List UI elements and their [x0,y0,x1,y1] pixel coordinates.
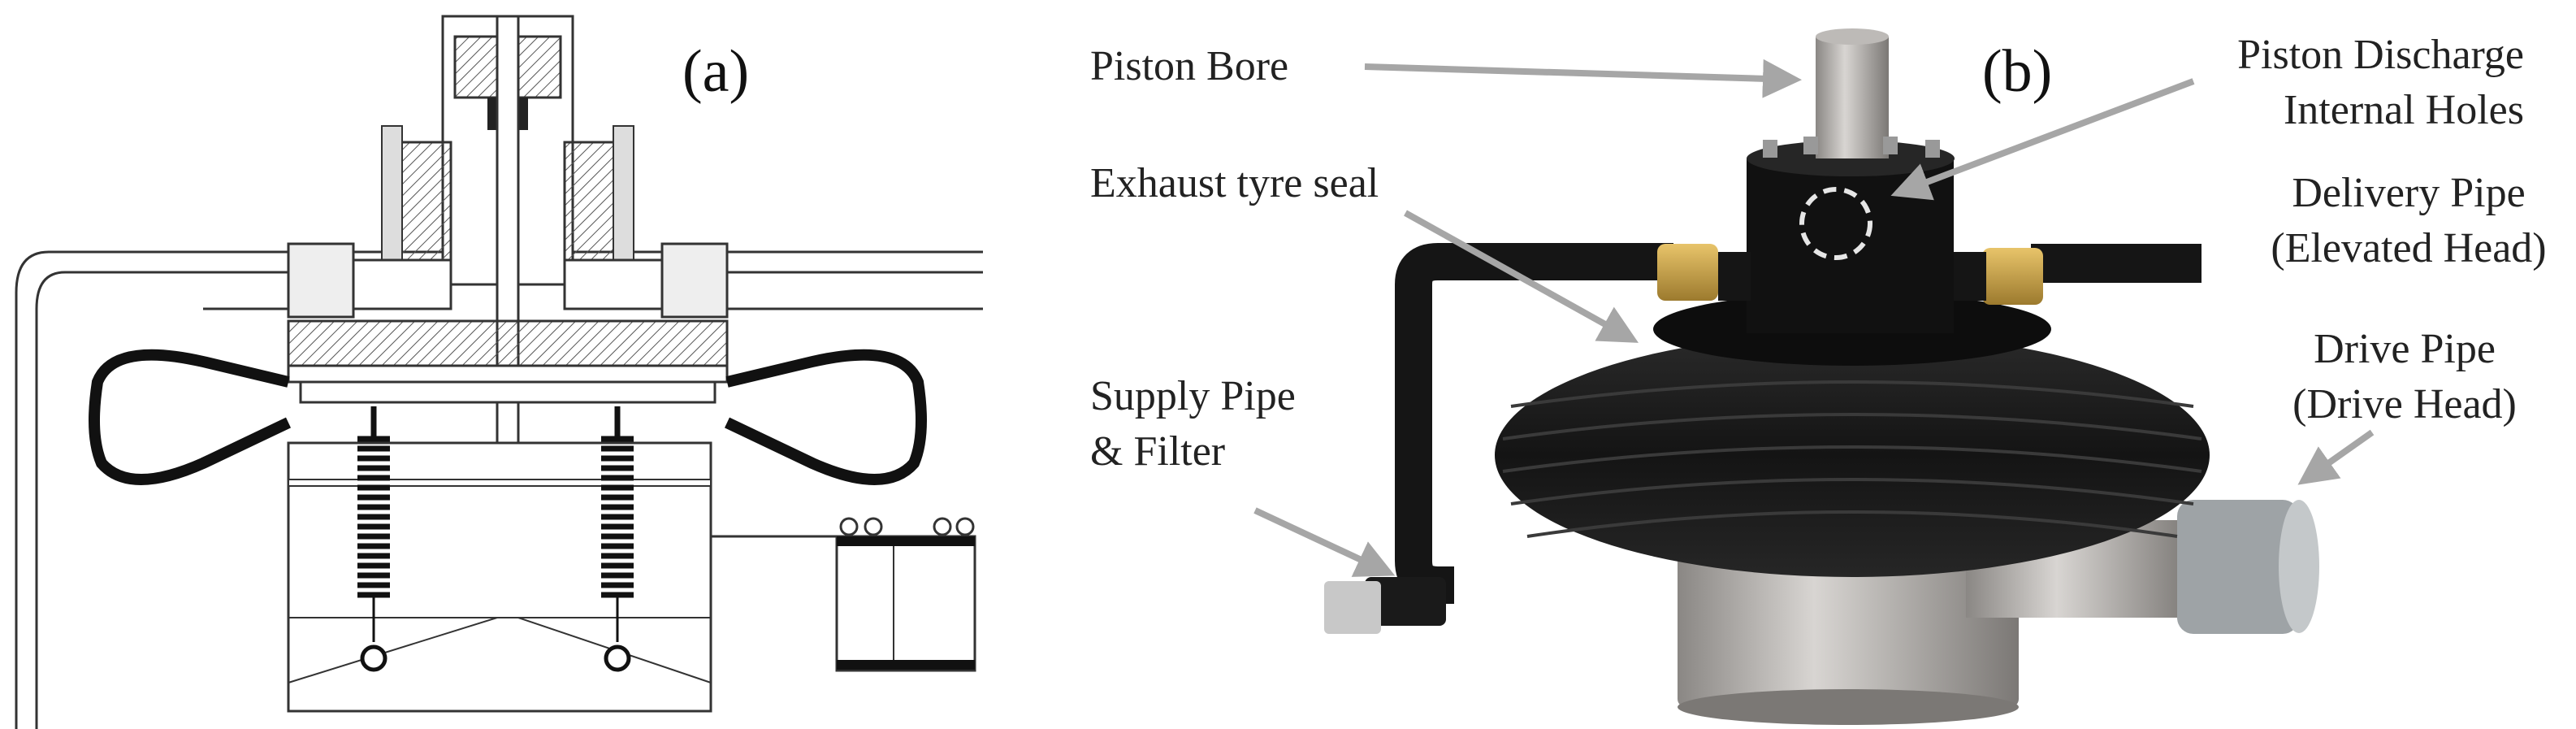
panel-a-drawing [15,15,983,729]
right-fitting [660,242,729,319]
label-drive-pipe-line1: Drive Pipe [2314,326,2496,372]
left-brass-fitting [1657,244,1718,301]
arrow-piston-bore [1364,59,1802,98]
panel-b-tag: (b) [1982,38,2053,105]
frame-outer-line [15,250,983,729]
label-supply-pipe-line1: Supply Pipe [1090,373,1296,419]
label-delivery-pipe-line2: (Elevated Head) [2271,225,2547,271]
tyre-left [89,349,292,485]
label-piston-discharge-line2: Internal Holes [2283,87,2524,133]
piston-bore [1816,37,1889,158]
delivery-pipe [2031,244,2202,283]
arrow-supply-pipe [1253,507,1396,577]
base-cylinder [1678,553,2019,707]
supply-filter [1324,581,1381,634]
arrow-piston-discharge [1890,78,2195,201]
label-supply-pipe-line2: & Filter [1090,428,1226,475]
arrow-exhaust-seal [1404,210,1639,343]
tyre [1495,333,2210,577]
right-spring [601,406,634,642]
label-drive-pipe-line2: (Drive Head) [2292,381,2517,427]
tyre-right [724,349,927,485]
arrow-drive-pipe [2297,429,2375,485]
discharge-holes-marker [1799,187,1872,260]
left-spring [357,406,390,642]
main-plate [287,319,729,367]
label-piston-discharge-line1: Piston Discharge [2237,32,2524,78]
right-brass-fitting [1982,248,2043,305]
label-exhaust-tyre-seal: Exhaust tyre seal [1090,160,1379,206]
frame-inner-line [35,271,983,729]
label-delivery-pipe-line1: Delivery Pipe [2292,170,2526,216]
panel-a-tag: (a) [682,38,750,105]
label-piston-bore: Piston Bore [1090,43,1289,89]
drive-outlet [709,535,837,618]
